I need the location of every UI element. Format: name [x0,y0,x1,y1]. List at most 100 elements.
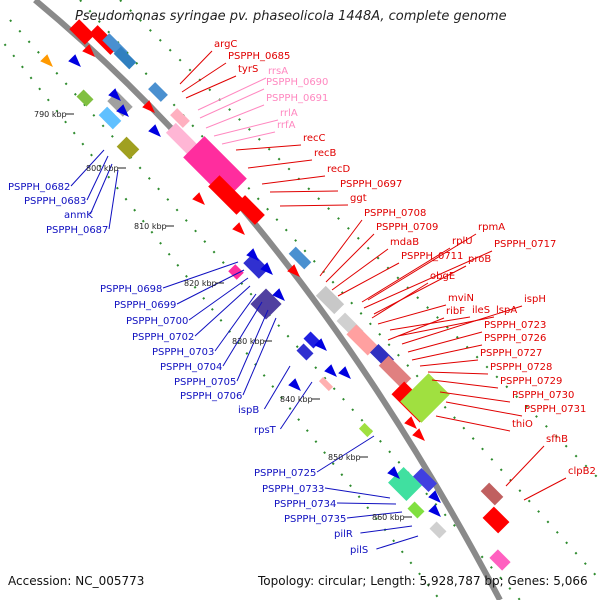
gene-label: thiO [512,419,533,430]
leader-line [427,371,489,375]
gene-label: PSPPH_0709 [376,222,438,233]
gene-label: PSPPH_0711 [401,251,463,262]
leader-line [376,535,419,550]
leader-line [435,415,511,432]
gene-label: PSPPH_0735 [284,514,346,525]
leader-line [445,401,523,417]
leader-line [214,293,257,352]
gene-feature [116,136,140,160]
gene-feature [378,355,412,389]
gene-arrow [148,124,161,137]
gene-feature [358,422,374,438]
leader-line [411,344,483,361]
gene-feature [482,506,510,534]
leader-line [89,163,113,215]
gene-feature [235,195,265,225]
genome-backbone [33,0,503,600]
kbp-scale-label: 790 kbp [34,110,67,119]
gene-label: ispB [238,405,259,416]
gene-label: recD [327,164,351,175]
gene-label: rrfA [277,120,296,131]
gene-label: rpmA [478,222,505,233]
leader-line [401,305,523,345]
label-leader-lines [70,50,567,550]
leader-line [331,248,389,291]
gene-feature [243,253,269,279]
gene-label: obgE [430,271,455,282]
gene-label: PSPPH_0700 [126,316,188,327]
gene-label: lspA [496,305,517,316]
leader-line [108,169,119,230]
gene-label: PSPPH_0733 [262,484,324,495]
leader-line [316,435,375,473]
leader-line [188,277,249,321]
gene-label: PSPPH_0730 [512,390,574,401]
kbp-scale-label: 800 kbp [86,164,119,173]
leader-line [221,131,276,145]
gene-label: clpB2 [568,466,596,477]
leader-line [242,317,277,396]
gene-feature [288,246,312,270]
leader-line [205,104,265,129]
gene-feature [170,108,190,128]
gene-feature [489,549,511,571]
page-title: Pseudomonas syringae pv. phaseolicola 14… [75,9,507,24]
gene-label: PSPPH_0691 [266,93,328,104]
gene-features [40,19,511,571]
leader-line [235,144,302,151]
gene-label: argC [214,39,237,50]
gene-feature [318,376,334,392]
gene-feature [400,373,450,423]
gene-label: sfhB [546,434,568,445]
gene-label: PSPPH_0706 [180,391,242,402]
gene-feature [113,46,137,70]
gene-label: recC [303,133,326,144]
gene-arrow [288,378,301,391]
leader-line [325,233,375,283]
genome-summary-text: Topology: circular; Length: 5,928,787 bp… [258,574,588,588]
leader-line [263,365,291,410]
gene-arrow [116,104,129,117]
leader-line [431,379,499,389]
leader-line [367,233,477,301]
gene-feature [250,288,282,320]
leader-line [269,190,339,193]
gene-feature [148,82,168,102]
gene-label: PSPPH_0699 [114,300,176,311]
leader-line [197,77,267,111]
gene-label: PSPPH_0682 [8,182,70,193]
gene-arrow [142,100,155,113]
gene-label: PSPPH_0729 [500,376,562,387]
gene-label: tyrS [238,64,258,75]
gene-arrow [82,44,95,57]
gene-label: PSPPH_0727 [480,348,542,359]
gene-feature [315,285,345,315]
gene-feature [429,521,447,539]
kbp-scale-label: 810 kbp [134,222,167,231]
gene-arrow [324,364,337,377]
gene-label: PSPPH_0734 [274,499,336,510]
gene-arrow [338,366,351,379]
gene-feature [296,343,314,361]
gene-label: PSPPH_0725 [254,468,316,479]
gene-feature [480,482,504,506]
gene-feature [69,19,95,45]
leader-line [176,269,245,305]
gene-label: PSPPH_0687 [46,225,108,236]
leader-line [387,317,445,341]
leader-line [363,250,493,309]
leader-line [86,155,109,201]
gene-label: rrlA [280,108,298,119]
leader-line [361,247,451,303]
leader-line [523,477,567,501]
gene-feature [98,106,122,130]
gene-label: PSPPH_0685 [228,51,290,62]
gene-arrow [68,54,81,67]
leader-line [319,219,363,277]
leader-line [324,487,391,499]
gene-label: PSPPH_0726 [484,333,546,344]
kbp-scale-label: 830 kbp [232,337,265,346]
